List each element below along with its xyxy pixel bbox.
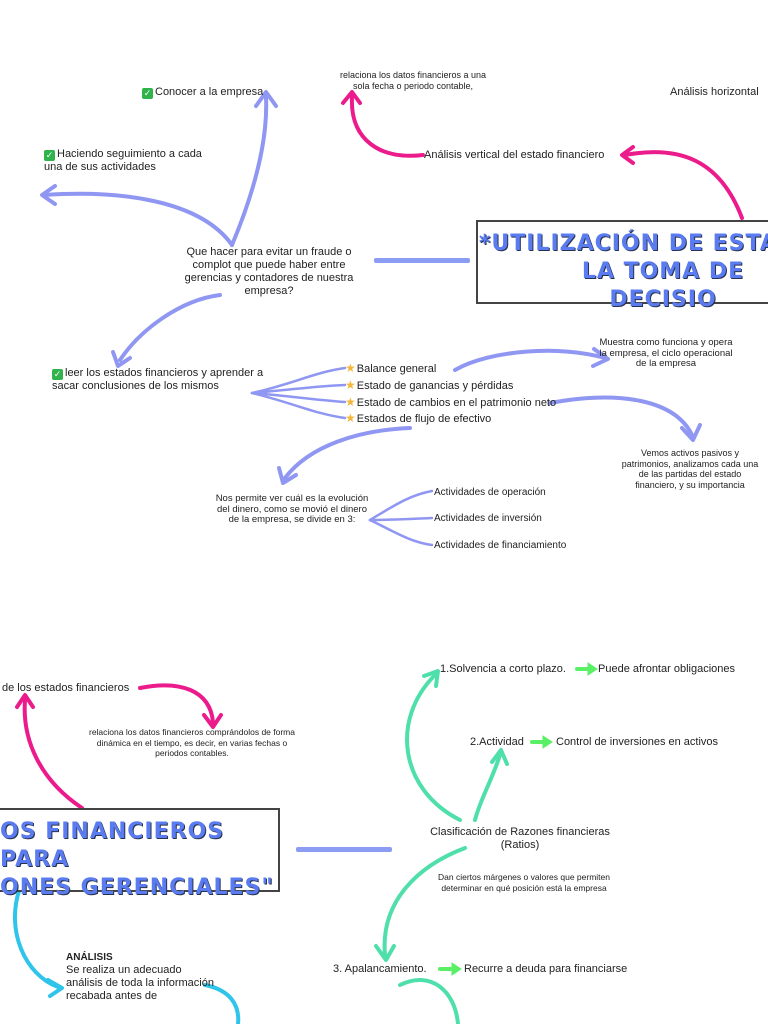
follow-up-node: ✓Haciendo seguimiento a cada una de sus …	[44, 148, 204, 174]
ratio-leverage: 3. Apalancamiento.	[333, 963, 427, 975]
checkmark-icon: ✓	[52, 369, 63, 380]
star-icon: ★	[345, 411, 356, 425]
vertical-note: relaciona los datos financieros a una so…	[339, 70, 487, 91]
arrowhead-know-company	[254, 90, 278, 108]
follow-up-label: Haciendo seguimiento a cada una de sus a…	[44, 148, 202, 173]
statement-cashflow: ★Estados de flujo de efectivo	[345, 411, 492, 426]
main-title-box-bottom: OS FINANCIEROS PARA ONES GERENCIALES"	[0, 808, 280, 900]
statement-income: ★Estado de ganancias y pérdidas	[345, 378, 514, 393]
horizontal-analysis-cont: de los estados financieros	[2, 682, 130, 694]
arrow-to-know-company	[230, 95, 269, 247]
divider-bar-bottom	[296, 847, 392, 852]
fan-statement-2	[250, 383, 347, 395]
arrow-cashflow-note	[283, 426, 412, 480]
arrowhead-equity-note	[680, 423, 702, 442]
ratio-activity-result: Control de inversiones en activos	[556, 736, 719, 748]
know-company-node: ✓Conocer a la empresa	[142, 86, 263, 99]
checkmark-icon: ✓	[142, 88, 153, 99]
title-line-2: ONES GERENCIALES"	[0, 875, 274, 900]
cashflow-note: Nos permite ver cuál es la evolución del…	[215, 493, 369, 525]
star-icon: ★	[345, 361, 356, 375]
horizontal-analysis: Análisis horizontal	[670, 86, 759, 98]
ratios-note: Dan ciertos márgenes o valores que permi…	[438, 872, 610, 893]
fan-activity-1	[368, 489, 434, 522]
arrowhead-bottom-title-horizontal	[15, 693, 35, 709]
ratios-title: Clasificación de Razones financieras (Ra…	[430, 826, 610, 851]
arrow-analysis-down	[203, 983, 241, 1024]
title-line-1: *UTILIZACIÓN DE ESTAD	[478, 231, 768, 256]
arrow-title-analysis	[12, 886, 60, 989]
title-line-1: OS FINANCIEROS PARA	[0, 819, 225, 872]
arrowhead-horizontal-note	[202, 713, 223, 729]
ratio-solvency-result: Puede afrontar obligaciones	[598, 663, 735, 675]
fraud-question: Que hacer para evitar un fraude o complo…	[184, 246, 354, 297]
activity-financing: Actividades de financiamiento	[434, 540, 567, 551]
arrow-bottom-title-horizontal	[22, 698, 84, 810]
arrow-ratios-solvency	[405, 673, 462, 822]
fan-statement-3	[250, 391, 347, 404]
title-line-2: LA TOMA DE DECISIO	[581, 259, 745, 312]
arrow-balance-note	[453, 348, 607, 372]
statement-label: Estados de flujo de efectivo	[356, 413, 492, 425]
ratio-solvency: 1.Solvencia a corto plazo.	[440, 663, 566, 675]
vertical-analysis: Análisis vertical del estado financiero	[424, 149, 605, 161]
fan-statement-4	[250, 391, 347, 420]
statement-label: Estado de ganancias y pérdidas	[356, 380, 514, 392]
arrowhead-follow-up	[40, 184, 57, 206]
fan-activity-2	[368, 516, 434, 522]
arrowhead-cashflow-note	[277, 466, 298, 485]
fan-statement-1	[250, 366, 347, 395]
analysis-node: ANÁLISIS Se realiza un adecuado análisis…	[66, 951, 216, 1003]
fan-activity-3	[368, 518, 434, 547]
activity-operation: Actividades de operación	[434, 487, 546, 498]
divider-bar-top	[374, 258, 470, 263]
arrow-leverage-down	[398, 978, 460, 1024]
arrow-to-read-statements	[118, 293, 222, 362]
horizontal-note: relaciona los datos financieros compránd…	[88, 727, 295, 758]
statement-label: Estado de cambios en el patrimonio neto	[356, 397, 557, 409]
arrow-title-vertical	[623, 150, 744, 220]
statement-balance: ★Balance general	[345, 361, 437, 376]
analysis-text: Se realiza un adecuado análisis de toda …	[66, 964, 214, 1002]
arrow-vertical-note	[349, 95, 425, 158]
balance-note: Muestra como funciona y opera la empresa…	[599, 337, 733, 369]
equity-note: Vemos activos pasivos y patrimonios, ana…	[621, 448, 759, 490]
ratio-leverage-result: Recurre a deuda para financiarse	[464, 963, 628, 975]
statement-label: Balance general	[356, 363, 437, 375]
analysis-heading: ANÁLISIS	[66, 952, 113, 963]
arrowhead-title-vertical	[620, 145, 635, 165]
arrow-ratios-activity	[473, 753, 502, 822]
ratio-activity: 2.Actividad	[470, 736, 524, 748]
arrowhead-read-statements	[111, 350, 132, 368]
arrowhead-ratios-solvency	[422, 669, 440, 688]
star-icon: ★	[345, 395, 356, 409]
arrowhead-title-analysis	[46, 978, 64, 998]
arrow-ratios-leverage	[382, 846, 467, 957]
statement-equity: ★Estado de cambios en el patrimonio neto	[345, 395, 557, 410]
arrowhead-ratios-leverage	[374, 944, 396, 962]
star-icon: ★	[345, 378, 356, 392]
know-company-label: Conocer a la empresa	[155, 86, 264, 98]
read-statements-label: leer los estados financieros y aprender …	[52, 367, 264, 392]
arrowhead-vertical-note	[341, 90, 362, 105]
arrow-horizontal-note	[138, 683, 215, 724]
arrow-to-follow-up	[43, 191, 234, 247]
arrowhead-balance-note	[591, 347, 610, 368]
main-title-box-top: *UTILIZACIÓN DE ESTAD LA TOMA DE DECISIO	[476, 220, 768, 312]
arrow-equity-note	[548, 395, 694, 437]
read-statements-node: ✓leer los estados financieros y aprender…	[52, 367, 282, 393]
activity-investment: Actividades de inversión	[434, 513, 542, 524]
checkmark-icon: ✓	[44, 150, 55, 161]
arrowhead-ratios-activity	[490, 748, 509, 766]
